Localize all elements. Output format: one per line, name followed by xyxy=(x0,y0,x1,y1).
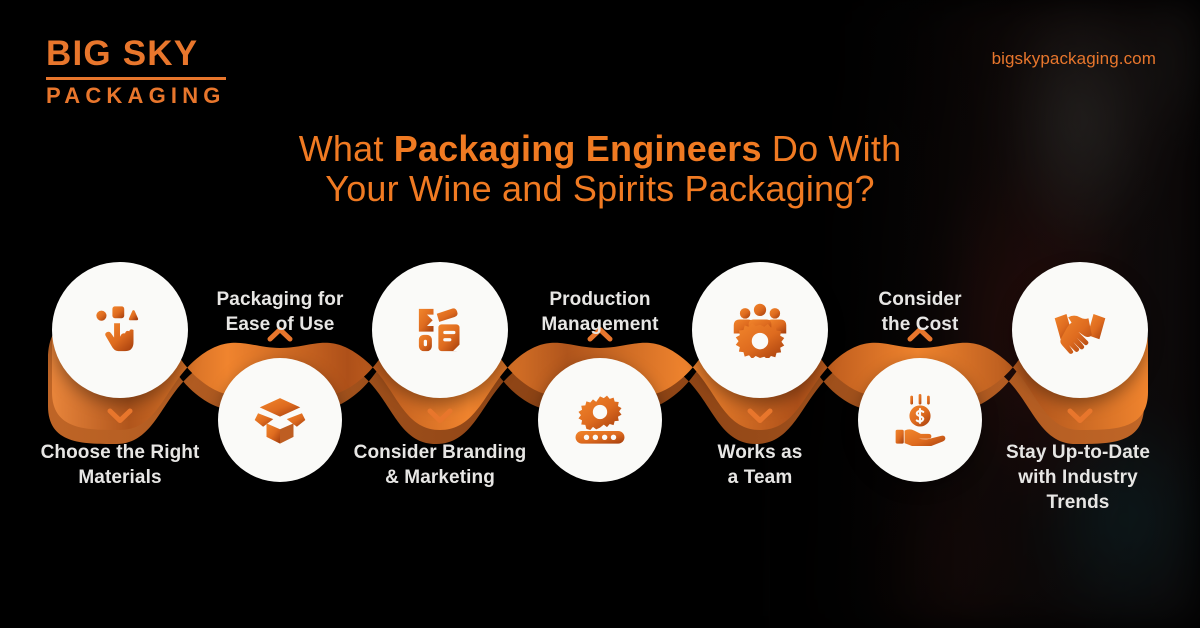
chevron-up-icon xyxy=(267,326,293,342)
brand-logo[interactable]: BIG SKY PACKAGING xyxy=(46,36,226,107)
gear-conveyor-icon xyxy=(573,393,627,447)
step-label-consider-the-cost: Consider the Cost xyxy=(878,289,962,336)
logo-line-1: BIG SKY xyxy=(46,34,199,73)
page-title: What Packaging Engineers Do With Your Wi… xyxy=(0,128,1200,210)
chevron-up-icon xyxy=(907,326,933,342)
hand-pointing-shapes-icon xyxy=(93,303,147,357)
title-line1-pre: What xyxy=(298,128,394,170)
hand-holding-money-icon xyxy=(894,394,946,446)
step-label-production-management: Production Management xyxy=(541,289,659,336)
logo-divider xyxy=(46,77,226,80)
step-bubble-ease-of-use[interactable] xyxy=(218,358,342,482)
step-label-ease-of-use: Packaging for Ease of Use xyxy=(216,289,344,336)
logo-line-2: PACKAGING xyxy=(46,83,226,108)
chevron-down-icon xyxy=(747,408,773,424)
open-box-icon xyxy=(253,393,307,447)
step-label-works-as-a-team: Works as a Team xyxy=(717,442,803,489)
branding-design-icon xyxy=(414,304,466,356)
step-bubble-production-management[interactable] xyxy=(538,358,662,482)
handshake-icon xyxy=(1053,303,1107,357)
chevron-down-icon xyxy=(427,408,453,424)
title-line1-post: Do With xyxy=(761,128,902,170)
title-line1-strong: Packaging Engineers xyxy=(393,128,762,170)
website-url[interactable]: bigskypackaging.com xyxy=(991,49,1156,68)
chevron-up-icon xyxy=(587,326,613,342)
step-label-branding-marketing: Consider Branding & Marketing xyxy=(353,442,527,489)
step-bubble-choose-materials[interactable] xyxy=(52,262,188,398)
step-bubble-works-as-a-team[interactable] xyxy=(692,262,828,398)
step-bubble-branding-marketing[interactable] xyxy=(372,262,508,398)
step-bubble-industry-trends[interactable] xyxy=(1012,262,1148,398)
title-line2: Your Wine and Spirits Packaging? xyxy=(325,168,875,210)
chevron-down-icon xyxy=(1067,408,1093,424)
step-label-choose-materials: Choose the Right Materials xyxy=(40,442,200,489)
team-gear-icon xyxy=(732,302,788,358)
chevron-down-icon xyxy=(107,408,133,424)
step-bubble-consider-the-cost[interactable] xyxy=(858,358,982,482)
step-label-industry-trends: Stay Up-to-Date with Industry Trends xyxy=(1005,442,1150,514)
